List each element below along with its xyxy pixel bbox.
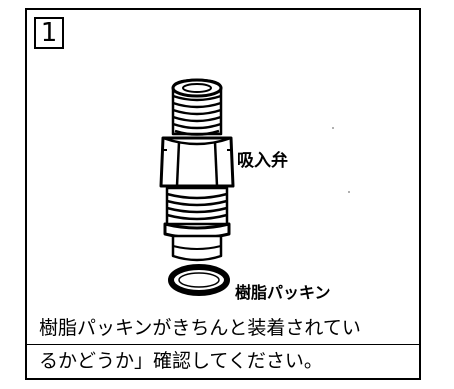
instruction-panel: 1 — [25, 8, 421, 380]
packing-label: 樹脂パッキン — [235, 283, 331, 302]
step-number: 1 — [40, 18, 58, 48]
speck — [332, 127, 334, 129]
speck — [348, 191, 350, 193]
step-number-badge: 1 — [34, 17, 64, 49]
suction-valve-illustration — [159, 78, 235, 262]
instruction-line-2: るかどうか」確認してください。 — [39, 350, 323, 372]
instruction-line-1: 樹脂パッキンがきちんと装着されてい — [27, 311, 419, 345]
valve-label: 吸入弁 — [237, 151, 288, 171]
illustration — [159, 78, 350, 296]
resin-packing-illustration — [168, 264, 230, 296]
